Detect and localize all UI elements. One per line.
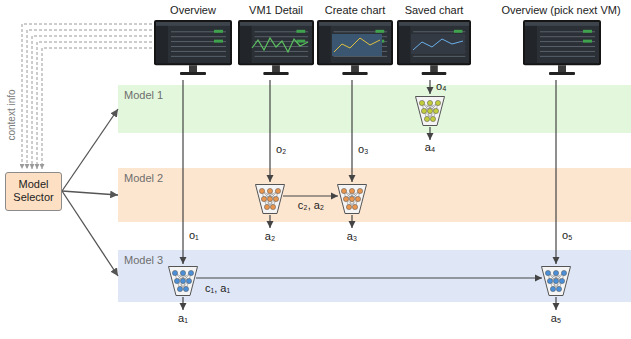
action-label: a₃ xyxy=(347,230,358,243)
screen-title: Overview (pick next VM) xyxy=(501,4,620,17)
observation-label: o₂ xyxy=(276,143,286,156)
side-note: context info xyxy=(6,89,18,140)
band-label: Model 1 xyxy=(124,89,625,102)
model-band: Model 2 xyxy=(118,168,631,222)
screen-title: Overview xyxy=(170,4,216,17)
selector-arrow xyxy=(62,109,118,191)
state-label: c₁, a₁ xyxy=(205,282,230,295)
observation-label: o₁ xyxy=(189,229,199,242)
observation-label: o₃ xyxy=(358,143,369,156)
screen-title: VM1 Detail xyxy=(249,4,303,17)
selector-arrow xyxy=(62,191,118,276)
action-label: a₁ xyxy=(178,312,188,325)
state-label: c₂, a₂ xyxy=(298,199,324,212)
selector-arrow xyxy=(62,191,118,195)
action-label: a₄ xyxy=(425,141,436,154)
band-label: Model 3 xyxy=(124,254,625,267)
model-band: Model 1 xyxy=(118,85,631,133)
observation-label: o₄ xyxy=(436,80,447,93)
action-label: a₅ xyxy=(551,312,562,325)
action-label: a₂ xyxy=(265,230,275,243)
screen-title: Create chart xyxy=(325,4,386,17)
observation-label: o₅ xyxy=(562,229,573,242)
selector-label: Model Selector xyxy=(10,178,57,204)
selector-box: Model Selector xyxy=(5,172,62,211)
screen-title: Saved chart xyxy=(405,4,464,17)
band-label: Model 2 xyxy=(124,172,625,185)
